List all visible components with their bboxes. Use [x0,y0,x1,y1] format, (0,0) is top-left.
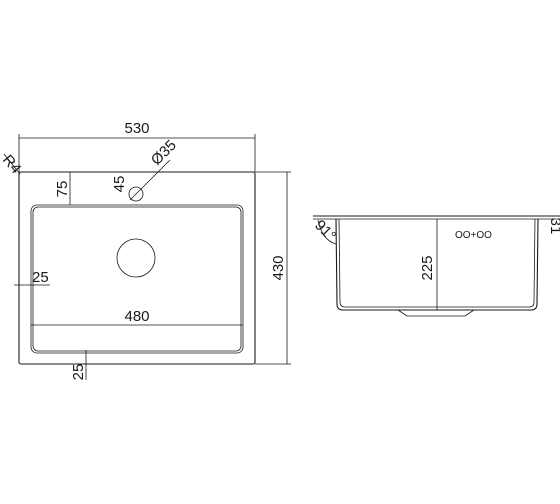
bowl-outline [30,204,244,354]
tap-angle-label: 45 [111,176,128,193]
wall-angle-arc [317,219,337,245]
bowl-front-margin-label: 25 [70,364,87,381]
side-view: 225 OO+OO 91° 31 [311,215,560,317]
bowl-width-label: 480 [124,308,149,325]
drain-outlet [397,309,475,317]
tap-hole [128,186,144,202]
tap-offset-label: 75 [54,181,71,198]
corner-radius-label: R4 [0,152,24,178]
corner-radius-leader [3,153,21,175]
top-view: 530 430 R4 Ø35 45 75 25 480 25 [0,120,291,380]
wall-angle-label: 91° [311,217,339,245]
rim-height-label: 31 [547,218,560,235]
bowl-inner-outline [32,206,242,352]
bowl-side-margin-label: 25 [32,269,49,286]
depth-label: 430 [270,255,287,280]
width-label: 530 [124,120,149,137]
sink-outer-outline [18,171,256,365]
tap-hole-diameter-label: Ø35 [148,137,180,169]
bowl-depth-label: 225 [419,255,436,280]
overflow-label: OO+OO [455,230,492,241]
tap-hole-leader [129,159,171,201]
drain-hole [116,238,156,278]
